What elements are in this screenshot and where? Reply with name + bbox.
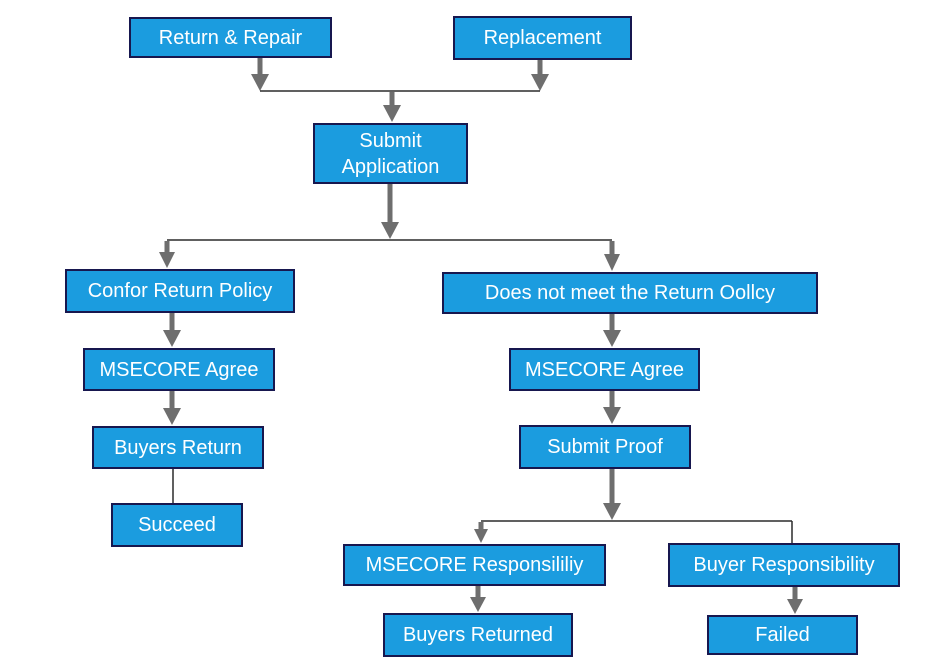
node-submit-application: Submit Application (313, 123, 468, 184)
edge-merge-to-submit-application (383, 92, 401, 122)
node-confor-return-policy: Confor Return Policy (65, 269, 295, 313)
edge-branch-to-msecore-responsibility (474, 522, 488, 543)
edge-does-not-meet-to-msecore-agree-right (603, 314, 621, 347)
node-succeed: Succeed (111, 503, 243, 547)
node-failed: Failed (707, 615, 858, 655)
edge-submit-proof-to-branch (603, 469, 621, 520)
node-msecore-agree-left: MSECORE Agree (83, 348, 275, 391)
node-msecore-responsibility: MSECORE Responsililiy (343, 544, 606, 586)
node-buyers-returned: Buyers Returned (383, 613, 573, 657)
edge-buyer-responsibility-to-failed (787, 587, 803, 614)
edge-msecore-agree-right-to-submit-proof (603, 391, 621, 424)
node-buyers-return: Buyers Return (92, 426, 264, 469)
edge-branch-to-does-not-meet (604, 241, 620, 271)
node-msecore-agree-right: MSECORE Agree (509, 348, 700, 391)
node-return-repair: Return & Repair (129, 17, 332, 58)
node-buyer-responsibility: Buyer Responsibility (668, 543, 900, 587)
edge-confor-to-msecore-agree-left (163, 313, 181, 347)
edge-return-repair-to-submit-application (251, 58, 269, 91)
edge-branch-to-confor-return-policy (159, 241, 175, 268)
edge-submit-application-to-branch (381, 184, 399, 239)
edge-replacement-to-submit-application (531, 60, 549, 91)
edge-msecore-agree-left-to-buyers-return (163, 391, 181, 425)
node-replacement: Replacement (453, 16, 632, 60)
node-submit-proof: Submit Proof (519, 425, 691, 469)
node-does-not-meet-return-policy: Does not meet the Return Oollcy (442, 272, 818, 314)
edge-msecore-responsibility-to-buyers-returned (470, 586, 486, 612)
